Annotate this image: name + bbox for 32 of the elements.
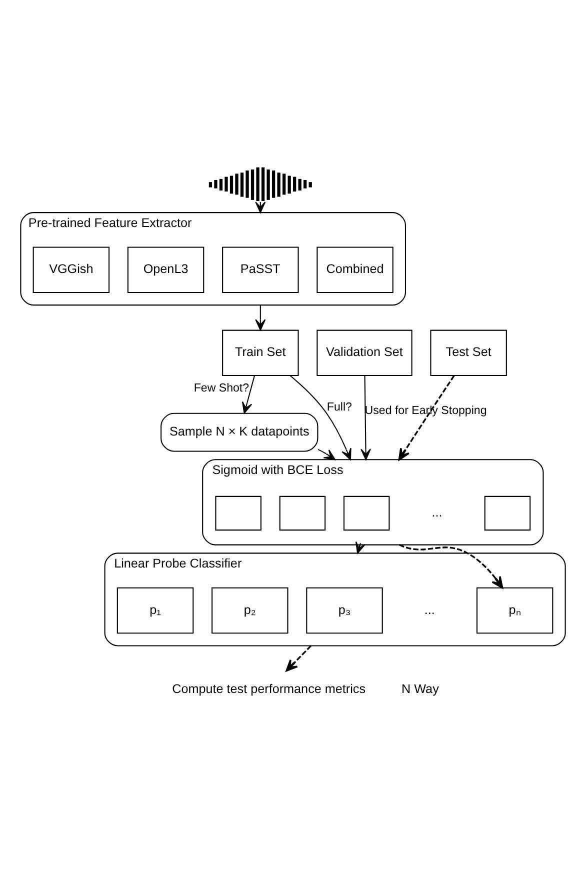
edge-label: Few Shot? (194, 382, 250, 394)
label: ... (432, 505, 442, 520)
node-box: Test Set (430, 329, 507, 376)
node-box (484, 495, 531, 530)
edge-label: Used for Early Stopping (364, 404, 487, 417)
node-box: p₂ (212, 586, 288, 634)
label: N Way (402, 682, 439, 696)
node-box: VGGish (32, 246, 110, 292)
node-box: pₙ (476, 586, 554, 634)
node-box: Combined (316, 246, 394, 292)
node-box (215, 495, 262, 530)
arrow (355, 540, 366, 554)
arrow (360, 375, 371, 460)
arrow (255, 304, 266, 330)
node-box: p₁ (116, 586, 194, 634)
node-box: Sample N × K datapoints (160, 412, 318, 452)
edge-label: Full? (326, 400, 352, 413)
arrow (286, 644, 312, 672)
node-box (279, 495, 326, 530)
arrow (398, 374, 455, 460)
node-box: p₃ (306, 586, 383, 634)
label: ... (424, 602, 435, 616)
arrow (255, 201, 266, 213)
node-text: Compute test performance metrics (172, 682, 366, 696)
arrow (290, 374, 352, 460)
node-box: Validation Set (316, 329, 412, 376)
node-box (343, 495, 390, 530)
node-box: OpenL3 (127, 246, 204, 292)
node-box: PaSST (222, 246, 299, 292)
arrow (242, 375, 255, 414)
node-box: Train Set (222, 329, 299, 376)
arrow (318, 448, 336, 460)
